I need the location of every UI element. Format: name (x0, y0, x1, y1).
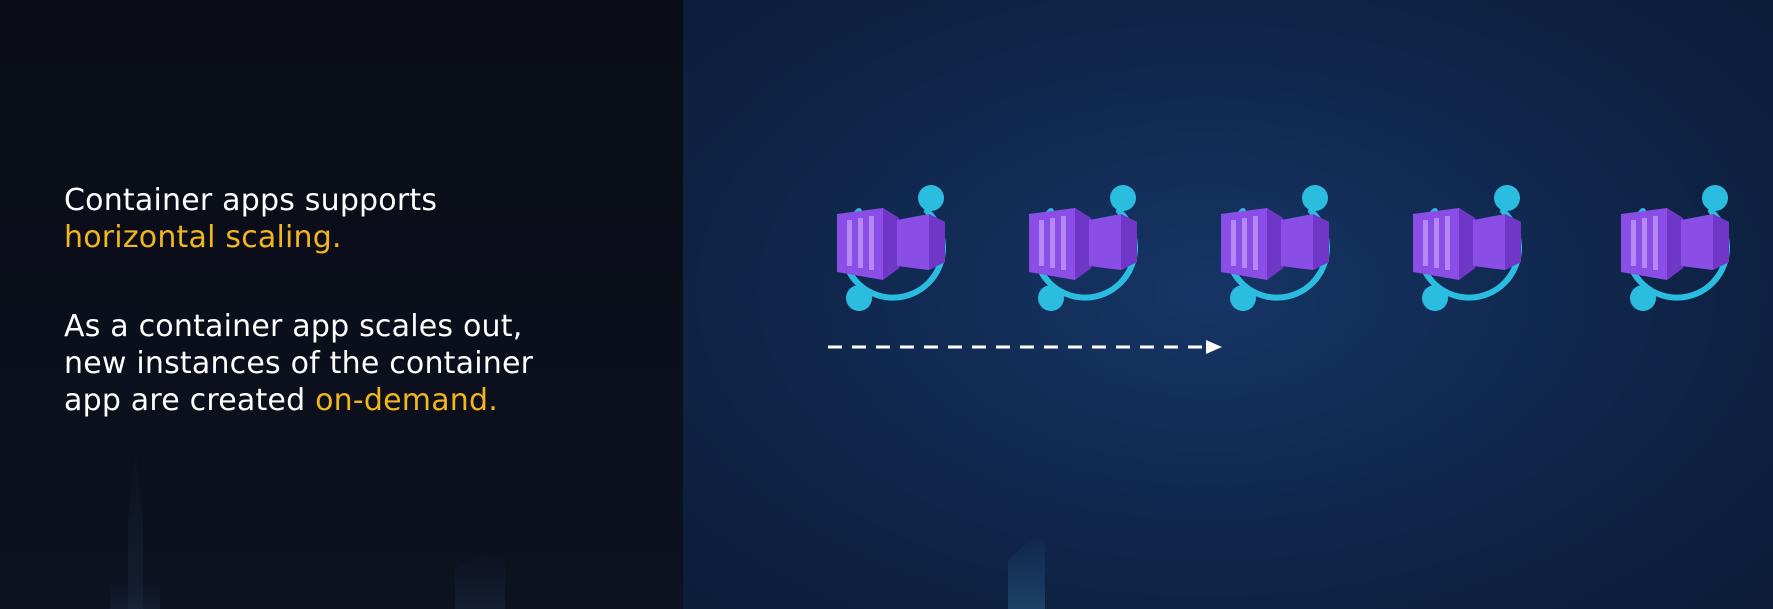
skyline-background (110, 440, 505, 609)
container-app-icon (1029, 185, 1138, 311)
paragraph2-line1: As a container app scales out, (64, 309, 523, 344)
text-panel: Container apps supports horizontal scali… (0, 0, 683, 609)
container-app-icon (1413, 185, 1522, 311)
container-app-instance (1399, 182, 1539, 312)
container-app-icon (1221, 185, 1330, 311)
container-app-instance (1015, 182, 1155, 312)
container-app-instance (823, 182, 963, 312)
paragraph1-highlight: horizontal scaling. (64, 220, 342, 255)
paragraph2-highlight: on-demand. (315, 383, 498, 418)
visual-panel (683, 0, 1773, 609)
container-app-icon (1621, 185, 1730, 311)
paragraph2-line3-prefix: app are created (64, 383, 316, 418)
paragraph-scale-out: As a container app scales out, new insta… (64, 308, 664, 419)
dashed-arrow-right-icon (828, 340, 1222, 354)
paragraph-scaling: Container apps supports horizontal scali… (64, 182, 664, 256)
paragraph1-line1: Container apps supports (64, 183, 438, 218)
container-app-icon (837, 185, 946, 311)
container-app-instance (1207, 182, 1347, 312)
description-text: Container apps supports horizontal scali… (64, 182, 664, 419)
container-app-instance (1607, 182, 1747, 312)
skyline-background (1008, 532, 1045, 609)
paragraph2-line2: new instances of the container (64, 346, 534, 381)
